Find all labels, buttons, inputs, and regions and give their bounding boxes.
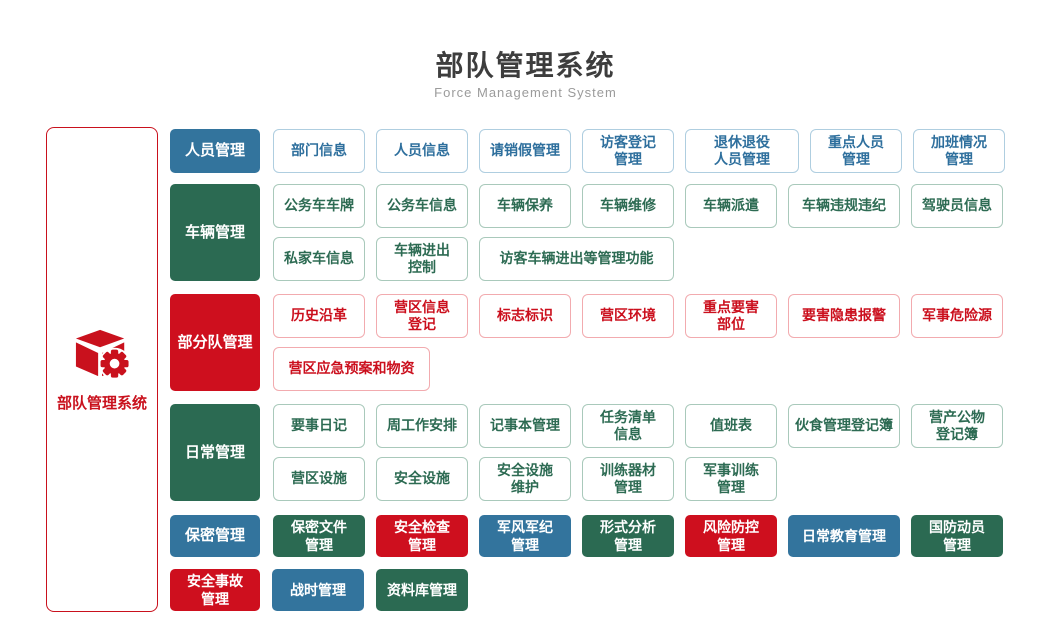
- node-visitor-vehicle-access: 访客车辆进出等管理功能: [479, 237, 674, 281]
- node-camp-info-registration: 营区信息 登记: [376, 294, 468, 338]
- node-mess-management-register: 伙食管理登记簿: [788, 404, 900, 448]
- node-vehicle-repair: 车辆维修: [582, 184, 674, 228]
- row-bottom-modules: 安全事故 管理 战时管理 资料库管理: [170, 569, 468, 611]
- node-personnel-info: 人员信息: [376, 129, 468, 173]
- node-retired-personnel: 退休退役 人员管理: [685, 129, 799, 173]
- node-signage: 标志标识: [479, 294, 571, 338]
- category-daily-management: 日常管理: [170, 404, 260, 501]
- row-personnel-management: 人员管理 部门信息 人员信息 请销假管理 访客登记 管理 退休退役 人员管理 重…: [170, 129, 1005, 173]
- row-daily-management: 日常管理 要事日记 周工作安排 记事本管理 任务清单 信息 值班表 伙食管理登记…: [170, 404, 1003, 501]
- node-safety-accident: 安全事故 管理: [170, 569, 260, 611]
- node-vehicle-access-control: 车辆进出 控制: [376, 237, 468, 281]
- row-vehicle-management: 车辆管理 公务车车牌 公务车信息 车辆保养 车辆维修 车辆派遣 车辆违规违纪 驾…: [170, 184, 1003, 281]
- node-vehicle-violations: 车辆违规违纪: [788, 184, 900, 228]
- category-confidentiality-management: 保密管理: [170, 515, 260, 557]
- node-vehicle-maintenance: 车辆保养: [479, 184, 571, 228]
- node-weekly-work-plan: 周工作安排: [376, 404, 468, 448]
- node-official-vehicle-plate: 公务车车牌: [273, 184, 365, 228]
- node-private-vehicle-info: 私家车信息: [273, 237, 365, 281]
- node-confidential-documents: 保密文件 管理: [273, 515, 365, 557]
- node-national-defense-mobilization: 国防动员 管理: [911, 515, 1003, 557]
- page-subtitle: Force Management System: [434, 85, 617, 100]
- root-system-label: 部队管理系统: [56, 394, 147, 412]
- category-unit-management: 部分队管理: [170, 294, 260, 391]
- node-military-hazard-source: 军事危险源: [911, 294, 1003, 338]
- node-key-events-diary: 要事日记: [273, 404, 365, 448]
- row-confidentiality-management: 保密管理 保密文件 管理 安全检查 管理 军风军纪 管理 形式分析 管理 风险防…: [170, 515, 1003, 557]
- node-task-list-info: 任务清单 信息: [582, 404, 674, 448]
- node-camp-property-register: 营产公物 登记簿: [911, 404, 1003, 448]
- node-safety-facilities: 安全设施: [376, 457, 468, 501]
- node-notebook-management: 记事本管理: [479, 404, 571, 448]
- node-safety-inspection: 安全检查 管理: [376, 515, 468, 557]
- category-vehicle-management: 车辆管理: [170, 184, 260, 281]
- node-daily-education: 日常教育管理: [788, 515, 900, 557]
- node-history: 历史沿革: [273, 294, 365, 338]
- node-camp-environment: 营区环境: [582, 294, 674, 338]
- node-database-management: 资料库管理: [376, 569, 468, 611]
- row-unit-management: 部分队管理 历史沿革 营区信息 登记 标志标识 营区环境 重点要害 部位 要害隐…: [170, 294, 1003, 391]
- node-military-discipline: 军风军纪 管理: [479, 515, 571, 557]
- node-safety-facility-maintenance: 安全设施 维护: [479, 457, 571, 501]
- node-vehicle-dispatch: 车辆派遣: [685, 184, 777, 228]
- node-department-info: 部门信息: [273, 129, 365, 173]
- page-title: 部队管理系统: [435, 50, 616, 81]
- node-key-personnel: 重点人员 管理: [810, 129, 902, 173]
- node-camp-facilities: 营区设施: [273, 457, 365, 501]
- node-hazard-alarm: 要害隐患报警: [788, 294, 900, 338]
- node-key-critical-areas: 重点要害 部位: [685, 294, 777, 338]
- node-overtime-management: 加班情况 管理: [913, 129, 1005, 173]
- node-training-equipment: 训练器材 管理: [582, 457, 674, 501]
- node-military-training: 军事训练 管理: [685, 457, 777, 501]
- node-visitor-registration: 访客登记 管理: [582, 129, 674, 173]
- cube-gear-icon: [74, 327, 131, 384]
- root-system-panel: 部队管理系统: [46, 127, 158, 612]
- node-leave-management: 请销假管理: [479, 129, 571, 173]
- node-official-vehicle-info: 公务车信息: [376, 184, 468, 228]
- node-situation-analysis: 形式分析 管理: [582, 515, 674, 557]
- category-personnel-management: 人员管理: [170, 129, 260, 173]
- node-wartime-management: 战时管理: [272, 569, 364, 611]
- node-risk-prevention: 风险防控 管理: [685, 515, 777, 557]
- node-duty-roster: 值班表: [685, 404, 777, 448]
- node-camp-emergency-plan: 营区应急预案和物资: [273, 347, 430, 391]
- node-driver-info: 驾驶员信息: [911, 184, 1003, 228]
